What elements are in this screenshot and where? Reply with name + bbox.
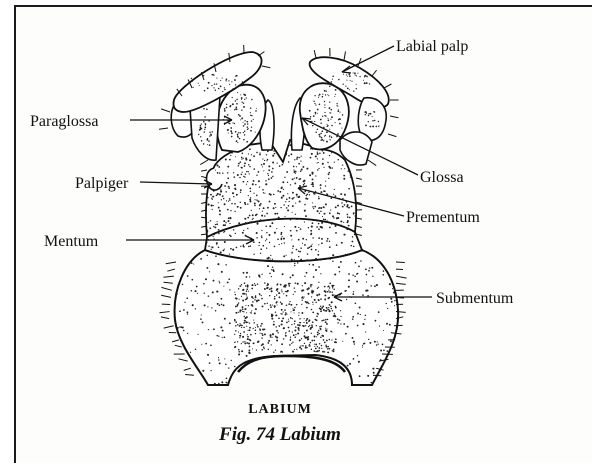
label-glossa: Glossa [420, 169, 464, 186]
label-paraglossa: Paraglossa [30, 113, 98, 130]
label-mentum: Mentum [44, 233, 99, 250]
submentum-shape [172, 247, 399, 388]
glossa-shape [260, 98, 305, 150]
paraglossa-shape [217, 83, 349, 152]
label-submentum: Submentum [436, 290, 514, 307]
caption-heading: LABIUM [0, 402, 560, 418]
label-prementum: Prementum [406, 209, 480, 226]
figure-caption: Fig. 74 Labium [0, 424, 560, 446]
label-labial-palp: Labial palp [396, 38, 468, 55]
label-palpiger: Palpiger [75, 175, 129, 192]
